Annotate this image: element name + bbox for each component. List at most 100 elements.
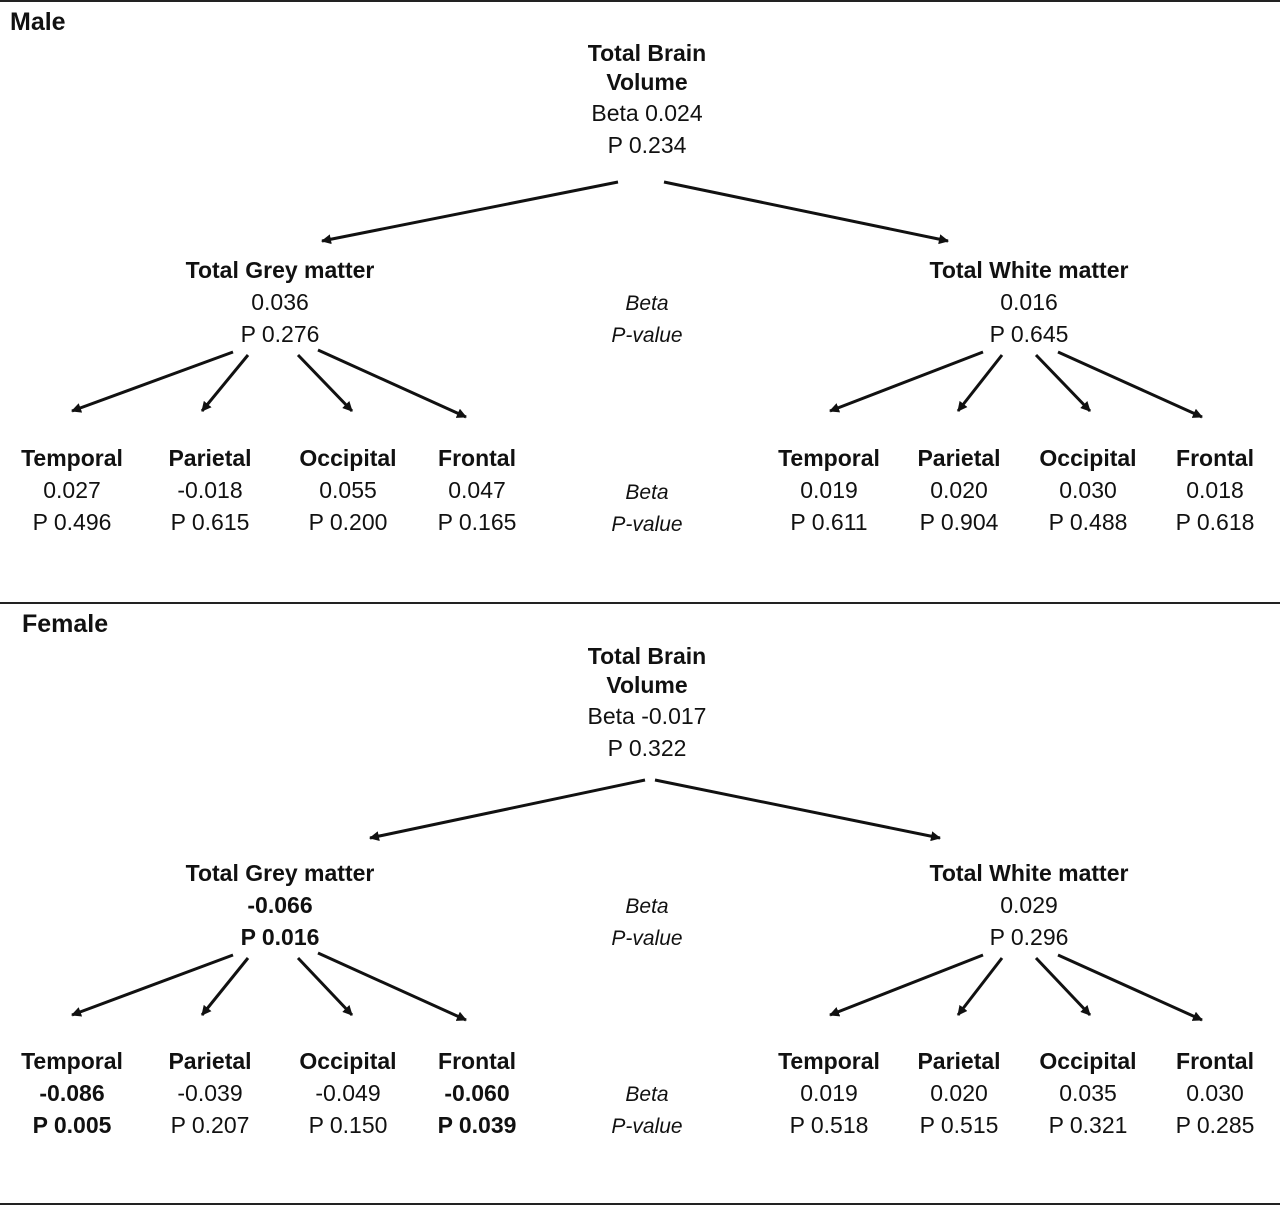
arrow-female-grey-occipital	[296, 956, 354, 1017]
female-grey-parietal: Parietal -0.039 P 0.207	[140, 1045, 280, 1141]
male-white-parietal: Parietal 0.020 P 0.904	[889, 442, 1029, 538]
lobe-name: Temporal	[778, 445, 880, 471]
lobe-beta: 0.019	[800, 477, 858, 503]
node-title: Total White matter	[929, 860, 1129, 886]
lobe-p: P 0.165	[437, 509, 517, 535]
lobe-name: Temporal	[778, 1048, 880, 1074]
lobe-beta: -0.049	[315, 1080, 381, 1106]
lobe-beta: 0.030	[1186, 1080, 1244, 1106]
node-title-line2: Volume	[606, 672, 688, 698]
lobe-p: P 0.518	[789, 1112, 869, 1138]
node-beta: 0.036	[251, 289, 309, 315]
lobe-beta: 0.035	[1059, 1080, 1117, 1106]
node-p: P 0.276	[240, 321, 320, 347]
arrow-female-white-parietal	[956, 957, 1004, 1016]
node-title-line2: Volume	[606, 69, 688, 95]
lobe-name: Frontal	[438, 445, 516, 471]
lobe-p: P 0.496	[32, 509, 112, 535]
node-title: Total White matter	[929, 257, 1129, 283]
male-grey-occipital: Occipital 0.055 P 0.200	[278, 442, 418, 538]
lobe-beta: 0.030	[1059, 477, 1117, 503]
node-title: Total Grey matter	[185, 257, 375, 283]
arrow-female-white-frontal	[1057, 953, 1203, 1022]
male-white-node: Total White matter 0.016 P 0.645	[899, 254, 1159, 350]
male-root-node: Total Brain Volume Beta 0.024 P 0.234	[547, 39, 747, 161]
bottom-rule	[0, 1203, 1280, 1205]
female-white-frontal: Frontal 0.030 P 0.285	[1150, 1045, 1280, 1141]
lobe-p: P 0.321	[1048, 1112, 1128, 1138]
lobe-p: P 0.904	[919, 509, 999, 535]
arrow-female-grey-temporal	[71, 953, 234, 1017]
node-title: Total Brain	[587, 643, 707, 669]
arrow-female-white-occipital	[1034, 956, 1092, 1017]
node-beta: Beta 0.024	[591, 100, 703, 126]
lobe-p: P 0.618	[1175, 509, 1255, 535]
lobe-p: P 0.039	[437, 1112, 517, 1138]
lobe-name: Parietal	[917, 445, 1001, 471]
arrow-female-root-white	[654, 778, 941, 842]
arrow-female-grey-frontal	[317, 951, 467, 1022]
arrow-male-root-grey	[321, 180, 619, 245]
node-p: P 0.234	[607, 132, 687, 158]
node-beta: -0.066	[247, 892, 313, 918]
lobe-p: P 0.515	[919, 1112, 999, 1138]
node-beta: Beta -0.017	[587, 703, 707, 729]
lobe-beta: 0.047	[448, 477, 506, 503]
lobe-beta: -0.060	[444, 1080, 510, 1106]
arrow-female-grey-parietal	[200, 957, 250, 1016]
arrow-male-grey-occipital	[296, 353, 354, 413]
lobe-p: P 0.488	[1048, 509, 1128, 535]
female-grey-frontal: Frontal -0.060 P 0.039	[407, 1045, 547, 1141]
lobe-name: Occipital	[1039, 445, 1137, 471]
arrow-male-grey-temporal	[71, 350, 234, 413]
female-grey-occipital: Occipital -0.049 P 0.150	[278, 1045, 418, 1141]
lobe-name: Parietal	[168, 445, 252, 471]
male-white-temporal: Temporal 0.019 P 0.611	[759, 442, 899, 538]
female-white-occipital: Occipital 0.035 P 0.321	[1018, 1045, 1158, 1141]
legend-beta: Beta	[625, 481, 669, 504]
arrow-male-white-occipital	[1034, 353, 1092, 413]
lobe-name: Occipital	[1039, 1048, 1137, 1074]
lobe-p: P 0.150	[308, 1112, 388, 1138]
arrow-female-root-grey	[369, 778, 646, 842]
legend-beta: Beta	[625, 1083, 669, 1106]
female-grey-temporal: Temporal -0.086 P 0.005	[2, 1045, 142, 1141]
lobe-beta: 0.018	[1186, 477, 1244, 503]
legend-beta: Beta	[625, 895, 669, 918]
panel-divider	[0, 602, 1280, 604]
arrow-female-white-temporal	[829, 953, 984, 1017]
node-beta: 0.016	[1000, 289, 1058, 315]
legend-p: P-value	[611, 513, 683, 536]
lobe-name: Frontal	[1176, 445, 1254, 471]
lobe-name: Temporal	[21, 1048, 123, 1074]
male-white-frontal: Frontal 0.018 P 0.618	[1150, 442, 1280, 538]
node-p: P 0.322	[607, 735, 687, 761]
lobe-beta: -0.039	[177, 1080, 243, 1106]
node-p: P 0.016	[240, 924, 320, 950]
male-grey-parietal: Parietal -0.018 P 0.615	[140, 442, 280, 538]
lobe-name: Parietal	[917, 1048, 1001, 1074]
female-white-parietal: Parietal 0.020 P 0.515	[889, 1045, 1029, 1141]
lobe-p: P 0.005	[32, 1112, 112, 1138]
lobe-p: P 0.285	[1175, 1112, 1255, 1138]
lobe-beta: -0.086	[39, 1080, 105, 1106]
panel-label-male: Male	[10, 8, 66, 36]
lobe-beta: 0.019	[800, 1080, 858, 1106]
female-white-node: Total White matter 0.029 P 0.296	[899, 857, 1159, 953]
arrow-male-grey-frontal	[317, 348, 467, 419]
panel-label-female: Female	[22, 610, 109, 638]
lobe-name: Occipital	[299, 1048, 397, 1074]
legend-p: P-value	[611, 1115, 683, 1138]
arrow-male-grey-parietal	[200, 354, 250, 412]
lobe-name: Parietal	[168, 1048, 252, 1074]
lobe-beta: 0.055	[319, 477, 377, 503]
node-title: Total Brain	[587, 40, 707, 66]
lobe-beta: 0.020	[930, 1080, 988, 1106]
lobe-beta: -0.018	[177, 477, 243, 503]
lobe-p: P 0.207	[170, 1112, 250, 1138]
female-grey-node: Total Grey matter -0.066 P 0.016	[150, 857, 410, 953]
legend-beta: Beta	[625, 292, 669, 315]
male-grey-temporal: Temporal 0.027 P 0.496	[2, 442, 142, 538]
arrow-male-root-white	[663, 180, 949, 245]
node-beta: 0.029	[1000, 892, 1058, 918]
